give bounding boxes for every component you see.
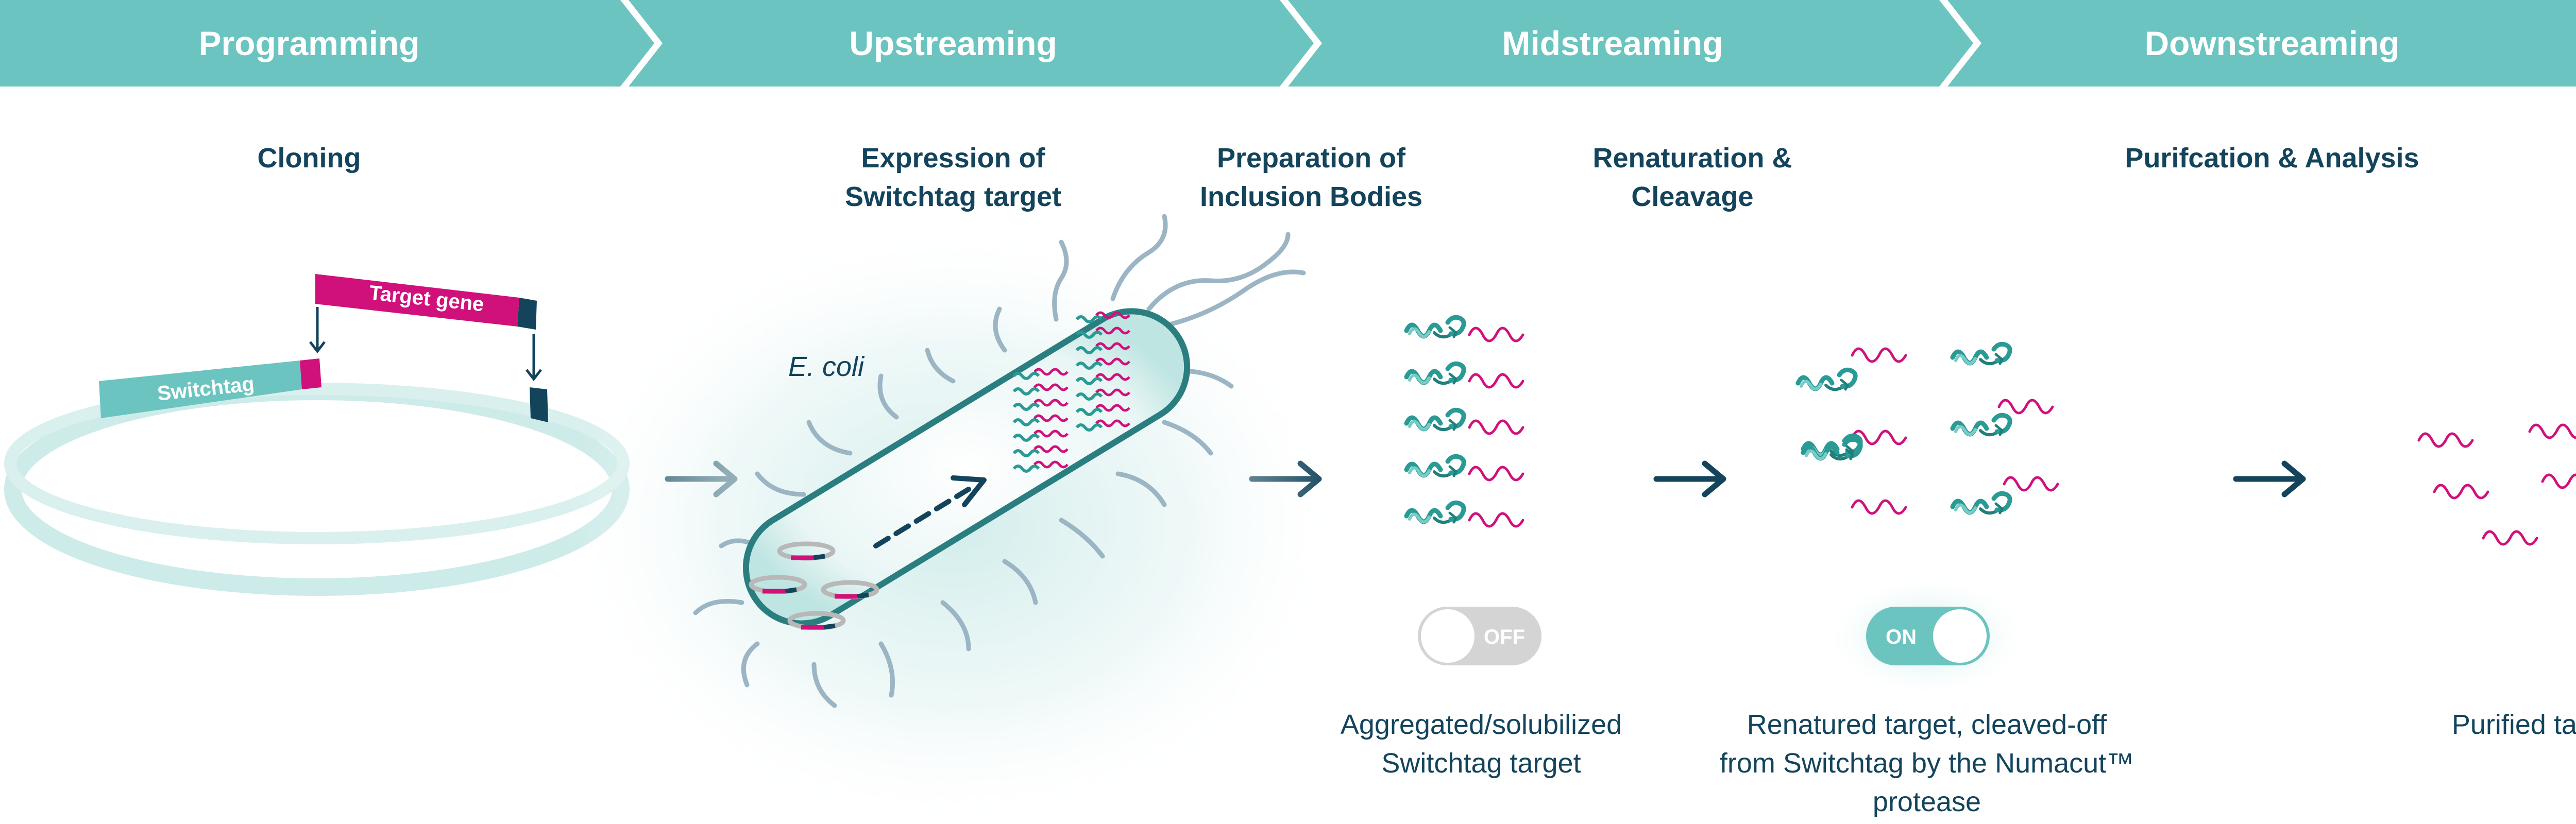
cell-body [742,308,1191,627]
step-purification-title: Purifcation & Analysis [2125,143,2419,174]
aggregated-protein-stack [1406,317,1523,526]
inclusion-body-proteins [1012,311,1130,473]
step-inclusion-title-line2: Inclusion Bodies [1200,181,1422,212]
caption-aggregated-line2: Switchtag target [1381,748,1581,779]
caption-aggregated-line1: Aggregated/solubilized [1341,709,1622,740]
down-arrow-icon [309,307,326,354]
plasmid-ring [4,383,630,596]
stage-banner: Programming Upstreaming Midstreaming Dow… [0,0,2576,87]
plasmid-illustration: Switchtag Target gene [4,274,630,596]
caption-renatured-line2: from Switchtag by the Numacut™ [1720,748,2134,779]
caption-renatured-line1: Renatured target, cleaved-off [1747,709,2107,740]
stage-midstreaming-chevron [1288,0,1973,87]
step-titles: Cloning Expression of Switchtag target P… [258,143,2419,212]
down-arrow-icon [526,334,542,382]
right-arrow-icon [1656,464,1723,494]
stage-upstreaming-chevron [629,0,1314,87]
stage-midstreaming-label: Midstreaming [1502,24,1723,62]
toggle-knob [1421,609,1475,663]
stage-programming-label: Programming [198,24,419,62]
ecoli-label: E. coli [788,351,865,382]
plasmid-insertion-site [530,387,548,422]
step-cloning-title: Cloning [258,143,361,174]
stage-programming-chevron [0,0,654,87]
expression-direction-arrow [873,475,987,548]
toggle-on-label: ON [1886,626,1917,648]
caption-renatured-line3: protease [1873,786,1981,817]
ecoli-illustration: E. coli [562,214,1345,824]
purified-peptides [2419,425,2576,544]
stage-downstreaming-chevron [1947,0,2576,87]
captions: Aggregated/solubilized Switchtag target … [1341,709,2576,817]
step-renaturation-title-line1: Renaturation & [1592,143,1792,174]
cleaved-protein-group [1798,344,2058,513]
toggle-on-switch: ON [1824,574,2030,698]
toggle-knob [1933,609,1987,663]
stage-upstreaming-label: Upstreaming [849,24,1057,62]
target-gene-end-segment [517,298,537,330]
target-gene-segment [315,274,519,327]
step-expression-title-line2: Switchtag target [845,181,1061,212]
right-arrow-icon [2236,464,2303,494]
switchtag-segment [99,360,302,418]
toggle-off-label: OFF [1484,626,1525,648]
stage-downstreaming-label: Downstreaming [2144,24,2399,62]
step-inclusion-title-line1: Preparation of [1217,143,1406,174]
toggle-off-switch: OFF [1418,607,1541,665]
caption-purified: Purified target [2452,709,2576,740]
step-expression-title-line1: Expression of [861,143,1045,174]
switchtag-end-segment [300,358,321,389]
step-renaturation-title-line2: Cleavage [1631,181,1753,212]
